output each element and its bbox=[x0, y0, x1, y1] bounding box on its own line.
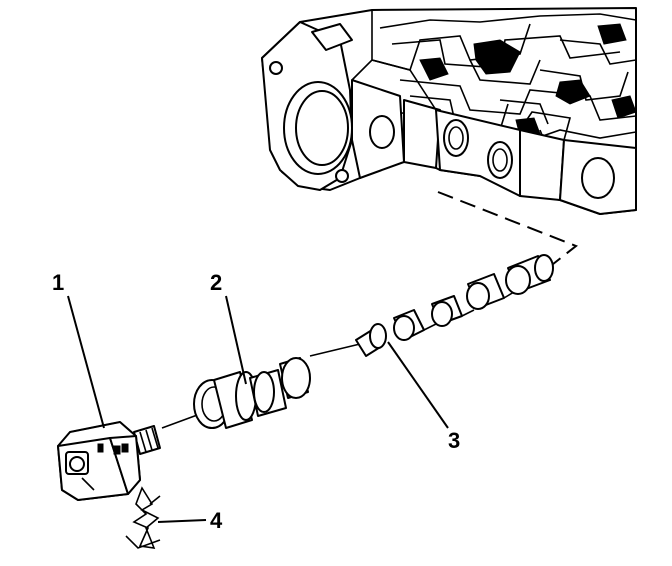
leader-line-4 bbox=[157, 519, 207, 523]
leader-line-3 bbox=[387, 341, 449, 429]
leader-lines bbox=[67, 295, 449, 523]
callout-4: 4 bbox=[210, 508, 223, 533]
valve-sleeve bbox=[161, 357, 311, 429]
callout-3: 3 bbox=[448, 428, 460, 453]
callout-2: 2 bbox=[210, 270, 222, 295]
leader-line-1 bbox=[67, 295, 105, 429]
valve-body bbox=[261, 7, 637, 215]
solenoid bbox=[57, 421, 161, 501]
callout-1: 1 bbox=[52, 270, 64, 295]
leader-line-2 bbox=[225, 295, 247, 385]
valve-spool bbox=[309, 254, 554, 357]
alignment-dash-line bbox=[437, 191, 578, 269]
retaining-clip bbox=[125, 486, 161, 549]
